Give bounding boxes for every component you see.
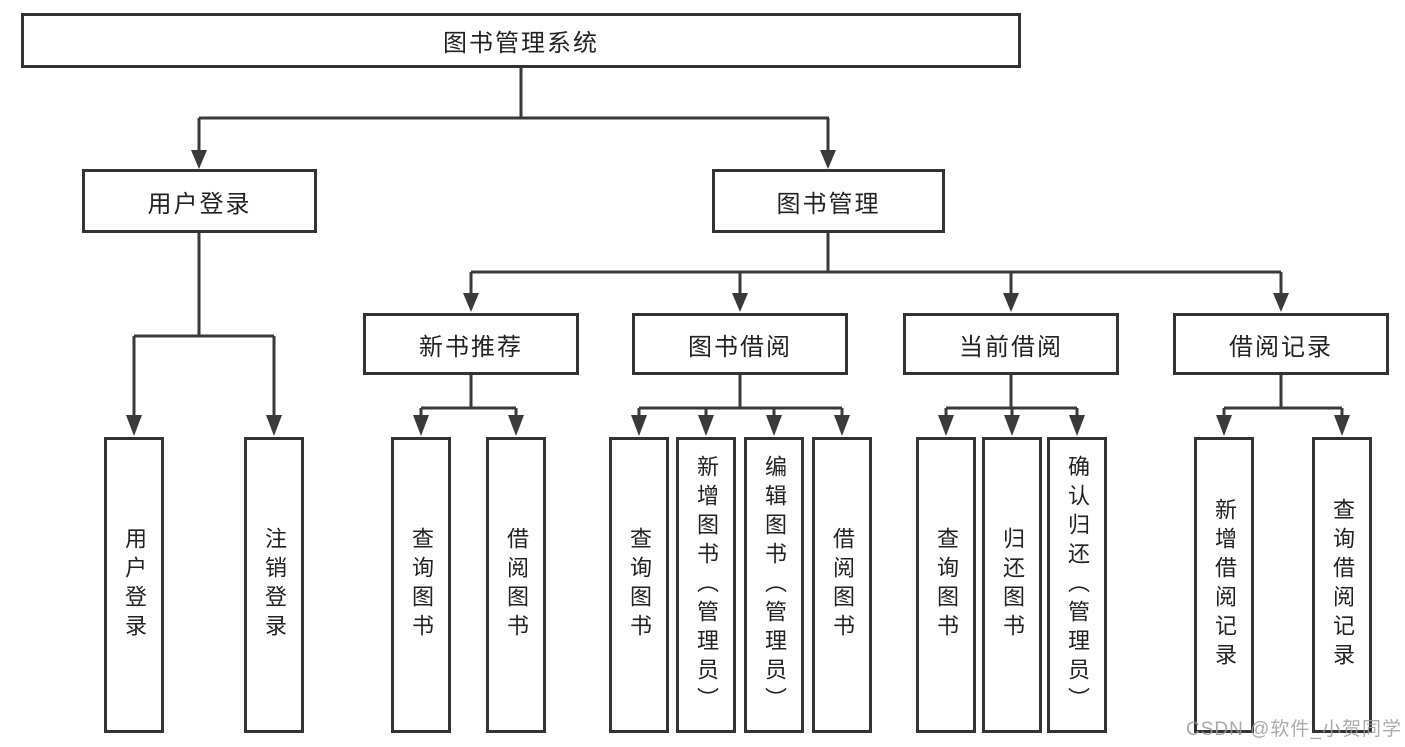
leaf-borrow-books-borrowing: 借阅图书 [812,437,872,733]
leaf-query-books-recommend: 查询图书 [391,437,451,733]
leaf-user-login-label: 用户登录 [122,527,147,643]
leaf-query-books-current-label: 查询图书 [934,527,959,643]
leaf-add-book-admin: 新增图书（管理员） [676,437,736,733]
node-borrowing-records: 借阅记录 [1173,313,1389,375]
leaf-query-books-borrowing-label: 查询图书 [627,527,652,643]
leaf-edit-book-admin-label: 编辑图书（管理员） [762,454,787,716]
node-book-management-label: 图书管理 [776,190,881,218]
leaf-logout: 注销登录 [244,437,304,733]
leaf-add-borrow-record-label: 新增借阅记录 [1212,498,1237,672]
leaf-confirm-return-admin-label: 确认归还（管理员） [1065,454,1090,716]
leaf-borrow-books-borrowing-label: 借阅图书 [830,527,855,643]
leaf-add-borrow-record: 新增借阅记录 [1194,437,1254,733]
node-root: 图书管理系统 [21,13,1021,68]
node-current-borrowing: 当前借阅 [903,313,1119,375]
node-new-book-recommend: 新书推荐 [363,313,579,375]
leaf-query-books-current: 查询图书 [916,437,976,733]
node-book-management: 图书管理 [712,169,945,233]
leaf-return-book-label: 归还图书 [1000,527,1025,643]
leaf-edit-book-admin: 编辑图书（管理员） [744,437,804,733]
leaf-query-borrow-record-label: 查询借阅记录 [1330,498,1355,672]
leaf-query-borrow-record: 查询借阅记录 [1312,437,1372,733]
leaf-query-books-recommend-label: 查询图书 [409,527,434,643]
node-user-login: 用户登录 [82,169,317,233]
leaf-borrow-books-recommend-label: 借阅图书 [504,527,529,643]
connector-segments [132,68,1344,418]
leaf-add-book-admin-label: 新增图书（管理员） [694,454,719,716]
leaf-user-login: 用户登录 [104,437,164,733]
node-book-borrowing-label: 图书借阅 [688,333,792,361]
leaf-logout-label: 注销登录 [262,527,287,643]
leaf-confirm-return-admin: 确认归还（管理员） [1047,437,1107,733]
leaf-query-books-borrowing: 查询图书 [609,437,669,733]
leaf-borrow-books-recommend: 借阅图书 [486,437,546,733]
node-new-book-recommend-label: 新书推荐 [419,333,523,361]
leaf-return-book: 归还图书 [982,437,1042,733]
node-user-login-label: 用户登录 [147,190,252,218]
connector-arrowheads [126,150,1350,436]
node-borrowing-records-label: 借阅记录 [1229,333,1333,361]
node-current-borrowing-label: 当前借阅 [959,333,1063,361]
csdn-watermark: CSDN @软件_小贺同学 [1186,719,1402,740]
node-book-borrowing: 图书借阅 [632,313,848,375]
node-root-label: 图书管理系统 [443,30,599,57]
